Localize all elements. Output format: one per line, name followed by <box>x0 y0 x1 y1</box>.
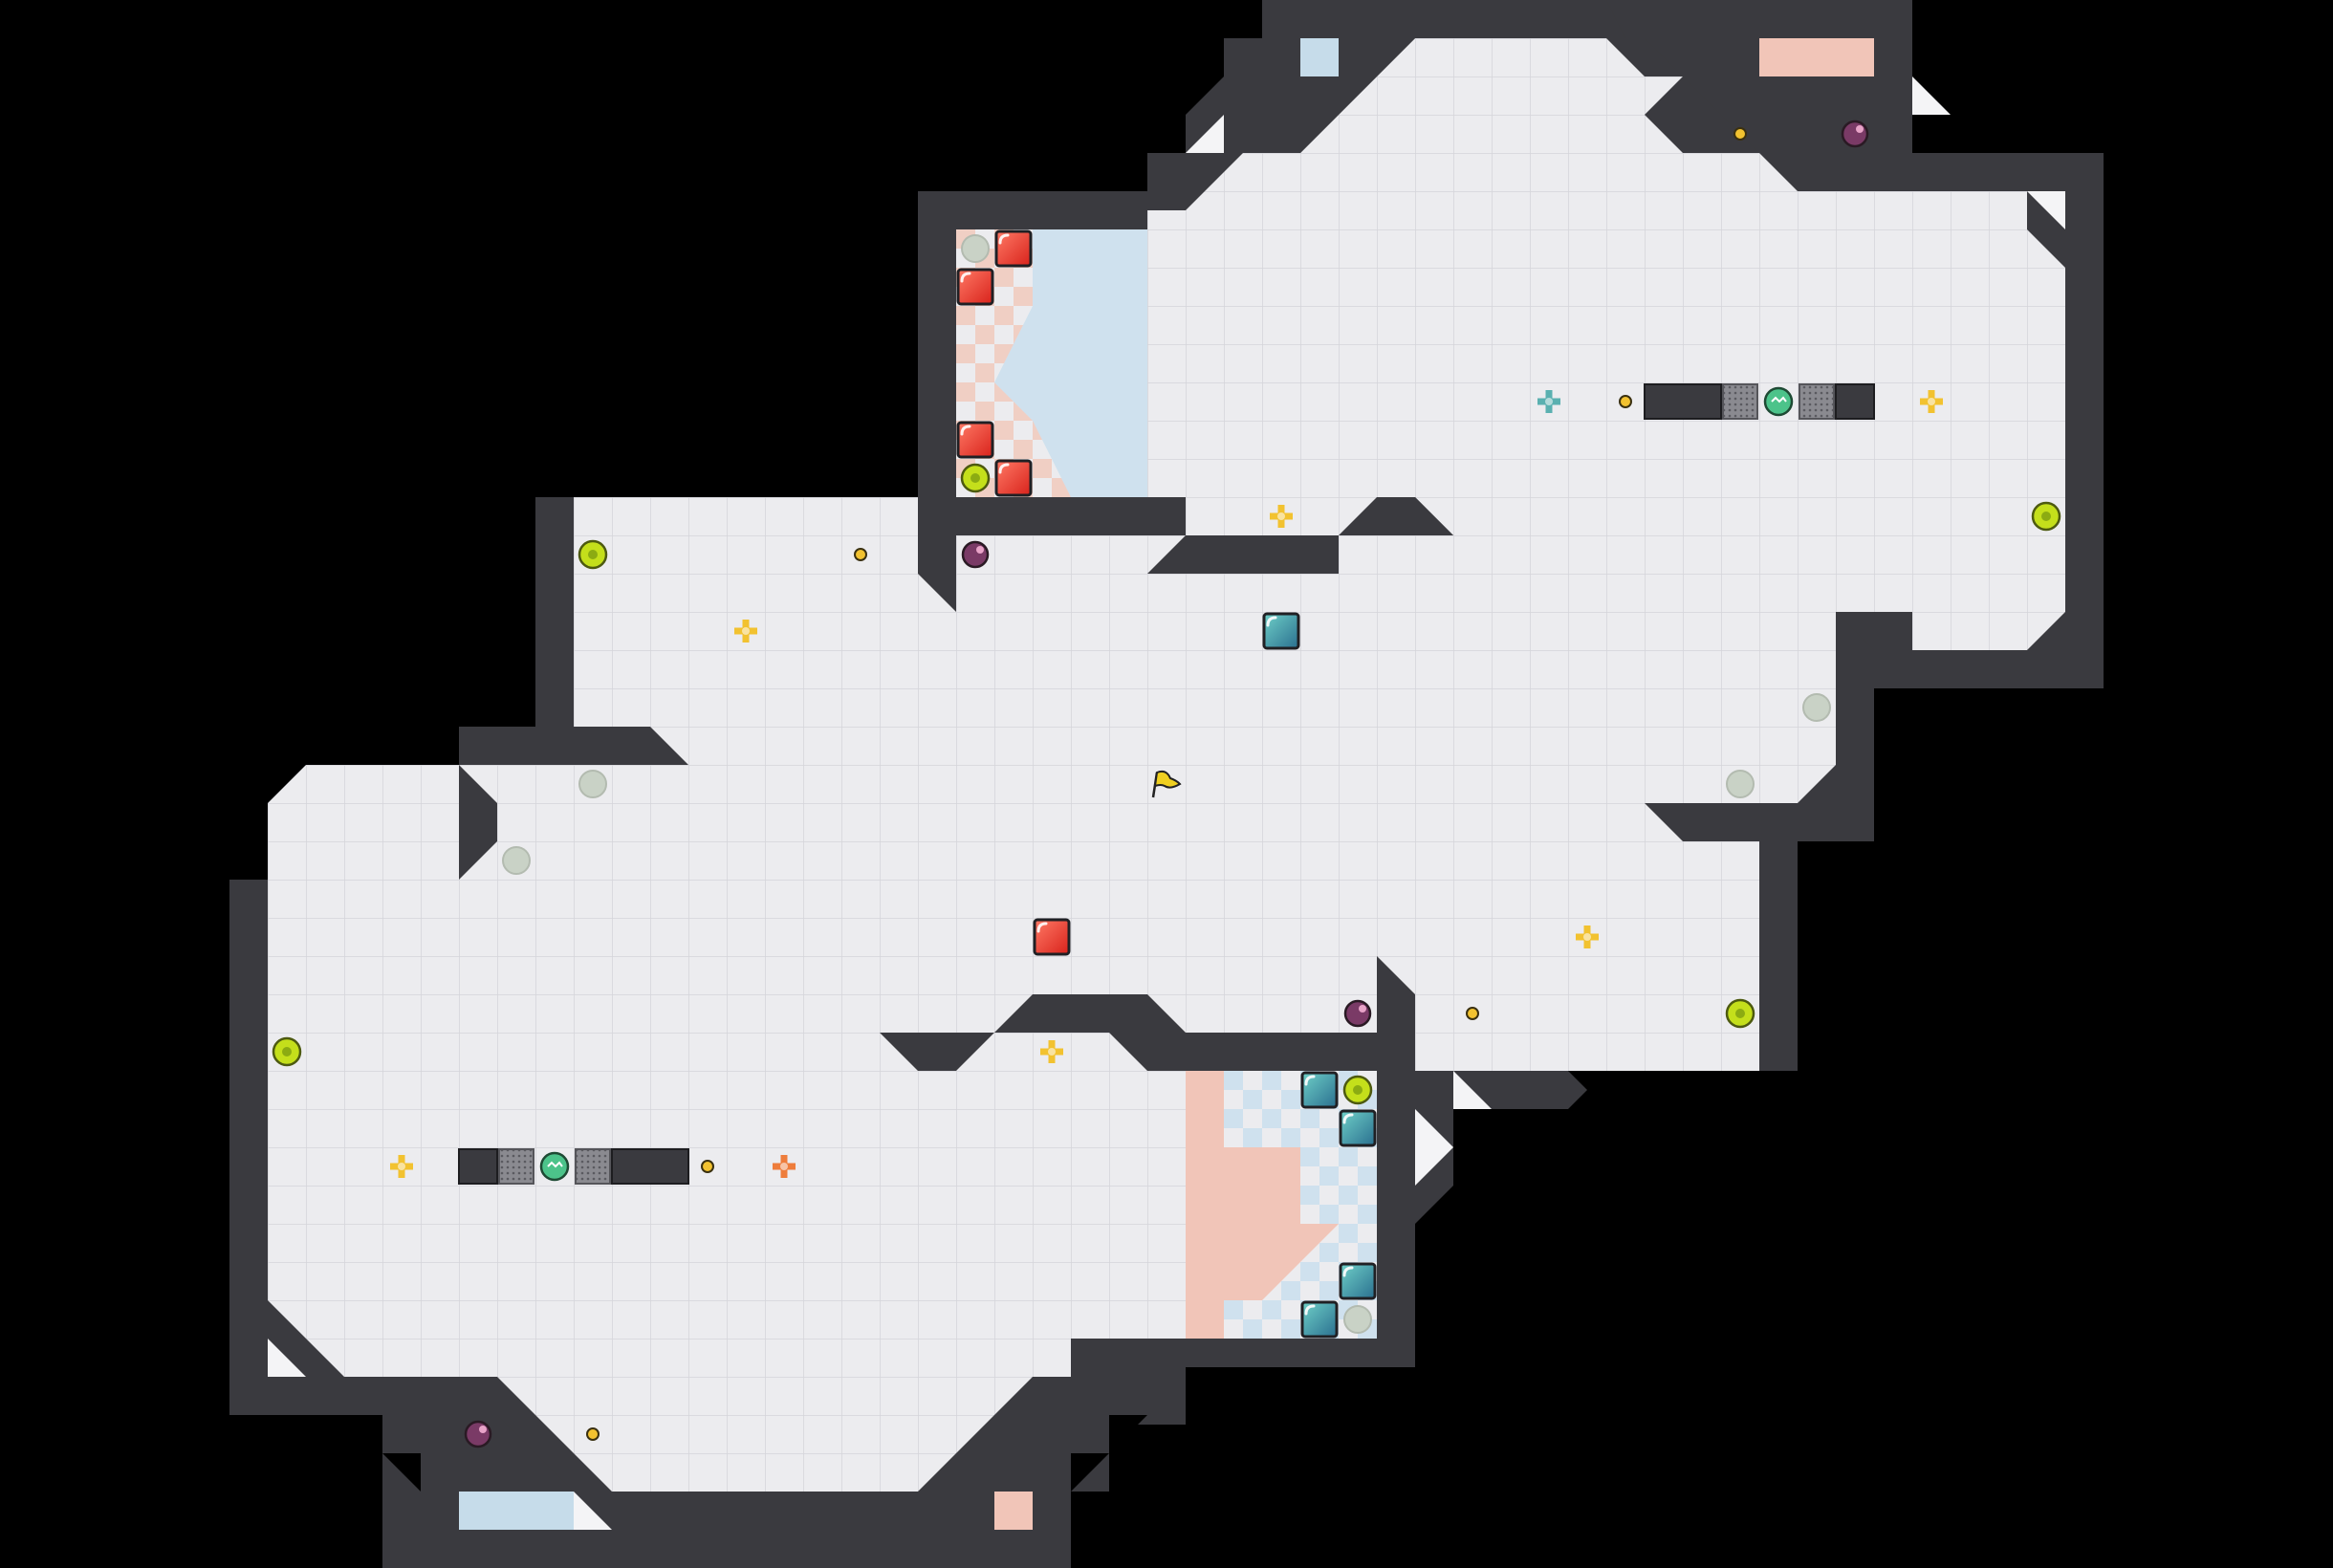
neutral-spike <box>961 234 990 263</box>
floor <box>268 38 2065 1492</box>
powerup <box>1576 926 1599 948</box>
switch <box>539 1151 570 1182</box>
blue-team-block <box>1262 612 1300 650</box>
token <box>701 1160 714 1173</box>
token <box>586 1427 600 1441</box>
token <box>1466 1007 1479 1020</box>
bomb <box>961 540 990 569</box>
gate-grill <box>575 1148 611 1185</box>
red-team-block <box>994 459 1033 497</box>
boost-pad <box>2031 501 2061 532</box>
neutral-spike <box>1726 770 1755 798</box>
boost-pad <box>960 463 991 493</box>
neutral-spike <box>578 770 607 798</box>
red-team-block <box>994 229 1033 268</box>
switch <box>1763 386 1794 417</box>
boost-pad <box>272 1036 302 1067</box>
yellow-flag <box>1151 770 1182 798</box>
powerup <box>1040 1040 1063 1063</box>
powerup <box>1270 505 1293 528</box>
bomb <box>1841 120 1869 148</box>
powerup <box>1537 390 1560 413</box>
gate-grill <box>1799 383 1835 420</box>
boost-pad <box>1725 998 1755 1029</box>
powerup <box>1920 390 1943 413</box>
boost-pad <box>578 539 608 570</box>
gate-wall <box>458 1148 498 1185</box>
red-team-block <box>1033 918 1071 956</box>
token <box>1733 127 1747 141</box>
bomb <box>464 1420 492 1448</box>
blue-team-block <box>1300 1300 1339 1339</box>
blue-team-block <box>1300 1071 1339 1109</box>
blue-team-block <box>1339 1109 1377 1147</box>
gate-wall <box>1835 383 1875 420</box>
outer-void <box>344 76 2027 1492</box>
powerup <box>773 1155 796 1178</box>
gate-grill <box>1722 383 1758 420</box>
neutral-spike <box>1802 693 1831 722</box>
gate-grill <box>498 1148 534 1185</box>
red-team-block <box>956 268 994 306</box>
bomb <box>1343 999 1372 1028</box>
blue-team-block <box>1339 1262 1377 1300</box>
neutral-spike <box>502 846 531 875</box>
token <box>1619 395 1632 408</box>
token <box>854 548 867 561</box>
gate-wall <box>611 1148 689 1185</box>
gate-wall <box>1644 383 1722 420</box>
entities <box>272 120 2061 1448</box>
boost-pad <box>1342 1075 1373 1105</box>
powerup <box>390 1155 413 1178</box>
neutral-spike <box>1343 1305 1372 1334</box>
red-team-block <box>956 421 994 459</box>
powerup <box>734 620 757 642</box>
